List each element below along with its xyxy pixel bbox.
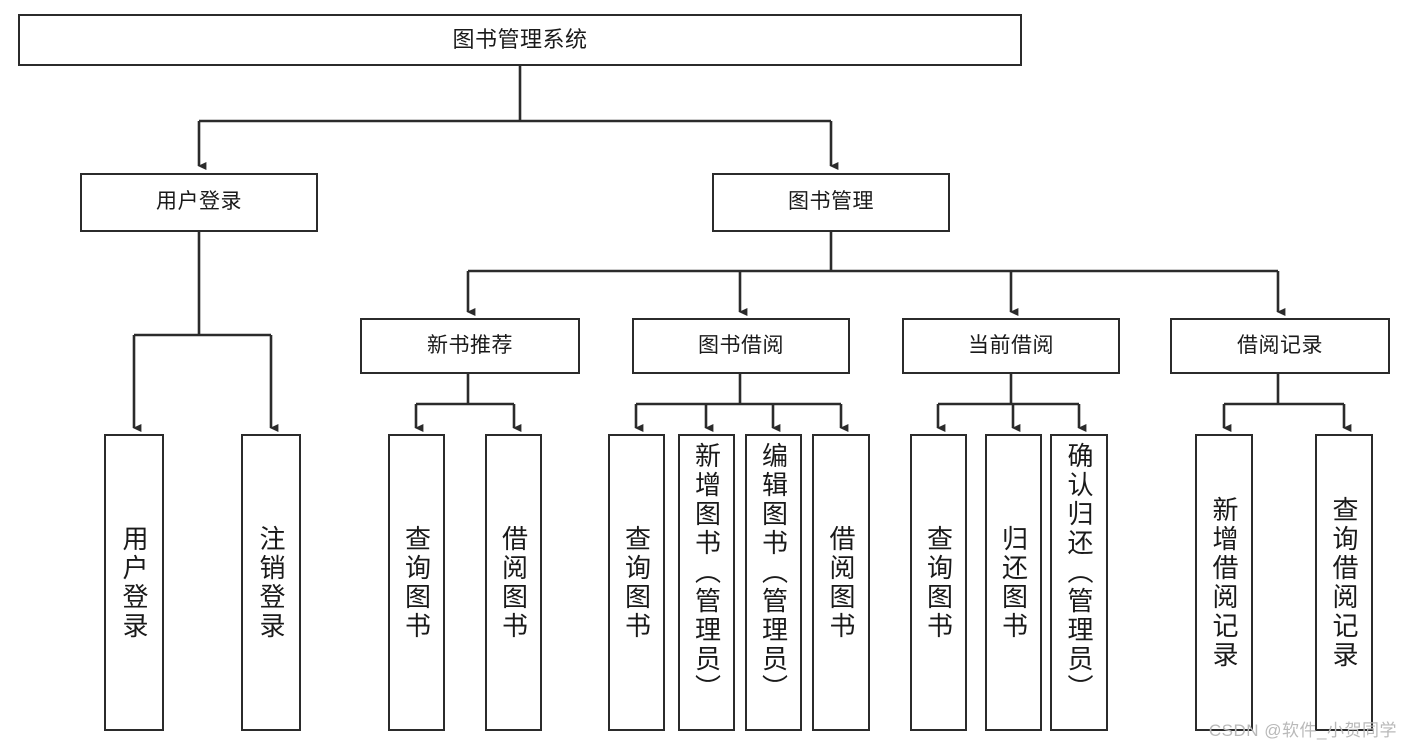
node-label: 图书管理系统 xyxy=(452,27,588,53)
leaf-edit-book-admin[interactable]: 编辑图书（管理员） xyxy=(745,434,802,731)
leaf-borrow-book[interactable]: 借阅图书 xyxy=(812,434,870,731)
node-new-book-recommend[interactable]: 新书推荐 xyxy=(360,318,580,374)
leaf-user-login[interactable]: 用户登录 xyxy=(104,434,164,731)
node-label: 归还图书 xyxy=(998,524,1029,641)
node-user-login[interactable]: 用户登录 xyxy=(80,173,318,232)
watermark-csdn: CSDN @软件_小贺同学 xyxy=(1208,721,1397,740)
leaf-add-book-admin[interactable]: 新增图书（管理员） xyxy=(678,434,735,731)
node-label: 注销登录 xyxy=(256,524,286,641)
node-label: 新书推荐 xyxy=(427,333,513,357)
node-book-management[interactable]: 图书管理 xyxy=(712,173,950,232)
node-label: 查询图书 xyxy=(923,524,954,641)
node-label: 用户登录 xyxy=(156,190,242,214)
node-label: 用户登录 xyxy=(119,524,149,641)
node-label: 图书管理 xyxy=(788,190,874,214)
node-label: 新增借阅记录 xyxy=(1209,495,1239,670)
node-root-system[interactable]: 图书管理系统 xyxy=(18,14,1022,66)
node-current-borrow[interactable]: 当前借阅 xyxy=(902,318,1120,374)
leaf-logout-login[interactable]: 注销登录 xyxy=(241,434,301,731)
leaf-borrow-book-recommend[interactable]: 借阅图书 xyxy=(485,434,542,731)
node-label: 当前借阅 xyxy=(968,333,1054,357)
node-book-borrow[interactable]: 图书借阅 xyxy=(632,318,850,374)
leaf-query-borrow-record[interactable]: 查询借阅记录 xyxy=(1315,434,1373,731)
node-label: 图书借阅 xyxy=(698,333,784,357)
leaf-query-book-borrow[interactable]: 查询图书 xyxy=(608,434,665,731)
node-label: 确认归还（管理员） xyxy=(1064,442,1094,703)
leaf-query-book-recommend[interactable]: 查询图书 xyxy=(388,434,445,731)
node-label: 查询图书 xyxy=(401,524,432,641)
node-label: 借阅记录 xyxy=(1237,333,1323,357)
node-label: 借阅图书 xyxy=(498,524,529,641)
node-label: 查询图书 xyxy=(621,524,652,641)
node-label: 查询借阅记录 xyxy=(1329,495,1359,670)
leaf-add-borrow-record[interactable]: 新增借阅记录 xyxy=(1195,434,1253,731)
node-label: 新增图书（管理员） xyxy=(691,442,722,703)
node-label: 借阅图书 xyxy=(826,524,856,641)
leaf-confirm-return-admin[interactable]: 确认归还（管理员） xyxy=(1050,434,1108,731)
leaf-query-book-current[interactable]: 查询图书 xyxy=(910,434,967,731)
node-borrow-record[interactable]: 借阅记录 xyxy=(1170,318,1390,374)
node-label: 编辑图书（管理员） xyxy=(758,442,789,703)
leaf-return-book[interactable]: 归还图书 xyxy=(985,434,1042,731)
